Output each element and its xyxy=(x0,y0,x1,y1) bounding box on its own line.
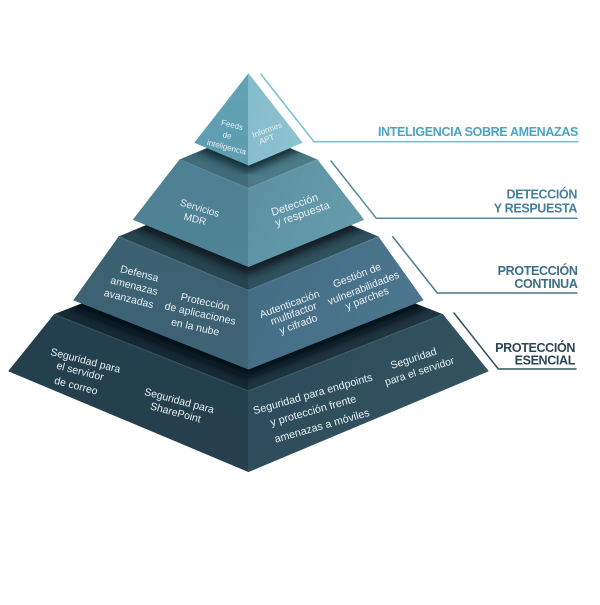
svg-text:INTELIGENCIA SOBRE AMENAZAS: INTELIGENCIA SOBRE AMENAZAS xyxy=(378,125,578,139)
svg-text:CONTINUA: CONTINUA xyxy=(514,277,577,291)
svg-text:PROTECCIÓN: PROTECCIÓN xyxy=(495,340,575,355)
svg-text:PROTECCIÓN: PROTECCIÓN xyxy=(498,263,578,278)
svg-text:de: de xyxy=(222,130,233,141)
svg-text:DETECCIÓN: DETECCIÓN xyxy=(507,187,578,202)
svg-text:ESENCIAL: ESENCIAL xyxy=(515,354,576,368)
svg-text:Y RESPUESTA: Y RESPUESTA xyxy=(494,201,578,215)
